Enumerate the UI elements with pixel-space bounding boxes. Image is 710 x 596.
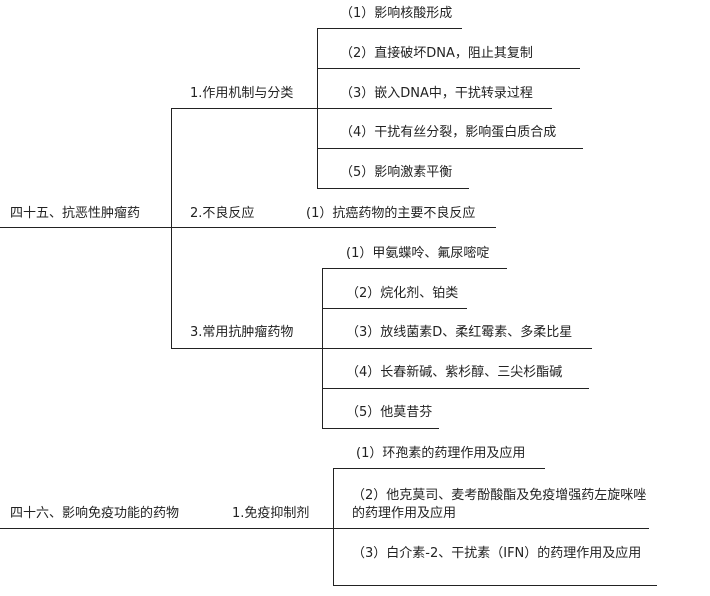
drug-item-1-line <box>322 268 507 269</box>
mechanism-item-3-line <box>317 108 552 109</box>
drug-item-3-line <box>322 348 592 349</box>
immuno-item-2-line <box>333 528 649 529</box>
mechanism-item-2: （2）直接破坏DNA，阻止其复制 <box>340 46 533 61</box>
mechanism-item-5-line <box>317 188 469 189</box>
immuno-item-3-line <box>333 585 657 586</box>
mechanism-item-1: （1）影响核酸形成 <box>340 6 453 21</box>
category-immunosuppressant-label: 1.免疫抑制剂 <box>232 506 310 521</box>
drug-item-2: （2）烷化剂、铂类 <box>346 286 459 301</box>
drug-item-5-line <box>322 428 439 429</box>
mechanism-item-4-line <box>317 148 583 149</box>
category-common-drugs-label: 3.常用抗肿瘤药物 <box>190 325 294 340</box>
section-46-line <box>0 528 334 529</box>
category-mechanism-line <box>171 108 318 109</box>
category-adverse-label: 2.不良反应 <box>190 206 255 221</box>
mechanism-item-1-line <box>317 28 462 29</box>
drug-item-2-line <box>322 308 467 309</box>
mechanism-item-4: （4）干扰有丝分裂，影响蛋白质合成 <box>340 125 557 140</box>
mechanism-item-2-line <box>317 68 580 69</box>
immuno-item-1: (1）环孢素的药理作用及应用 <box>356 446 526 461</box>
drug-item-4-line <box>322 388 589 389</box>
drug-item-3: （3）放线菌素D、柔红霉素、多柔比星 <box>346 325 573 340</box>
category-immunosuppressant-bracket <box>333 468 334 586</box>
section-45-bracket <box>171 108 172 349</box>
drug-item-1: (1）甲氨蝶呤、氟尿嘧啶 <box>346 246 490 261</box>
section-46-title: 四十六、影响免疫功能的药物 <box>10 506 180 521</box>
section-45-line <box>0 227 172 228</box>
adverse-item-1: (1）抗癌药物的主要不良反应 <box>306 206 476 221</box>
section-45-title: 四十五、抗恶性肿瘤药 <box>10 206 141 221</box>
mechanism-item-5: （5）影响激素平衡 <box>340 165 453 180</box>
category-adverse-line <box>171 227 496 228</box>
drug-item-4: （4）长春新碱、紫杉醇、三尖杉酯碱 <box>346 365 563 380</box>
category-common-drugs-line <box>171 348 323 349</box>
category-mechanism-label: 1.作用机制与分类 <box>190 86 294 101</box>
mechanism-item-3: （3）嵌入DNA中，干扰转录过程 <box>340 86 533 101</box>
immuno-item-3: （3）白介素-2、干扰素（IFN）的药理作用及应用 <box>352 546 642 561</box>
immuno-item-2: （2）他克莫司、麦考酚酸酯及免疫增强药左旋咪唑的药理作用及应用 <box>352 488 647 521</box>
drug-item-5: （5）他莫昔芬 <box>346 405 433 420</box>
immuno-item-1-line <box>333 468 545 469</box>
